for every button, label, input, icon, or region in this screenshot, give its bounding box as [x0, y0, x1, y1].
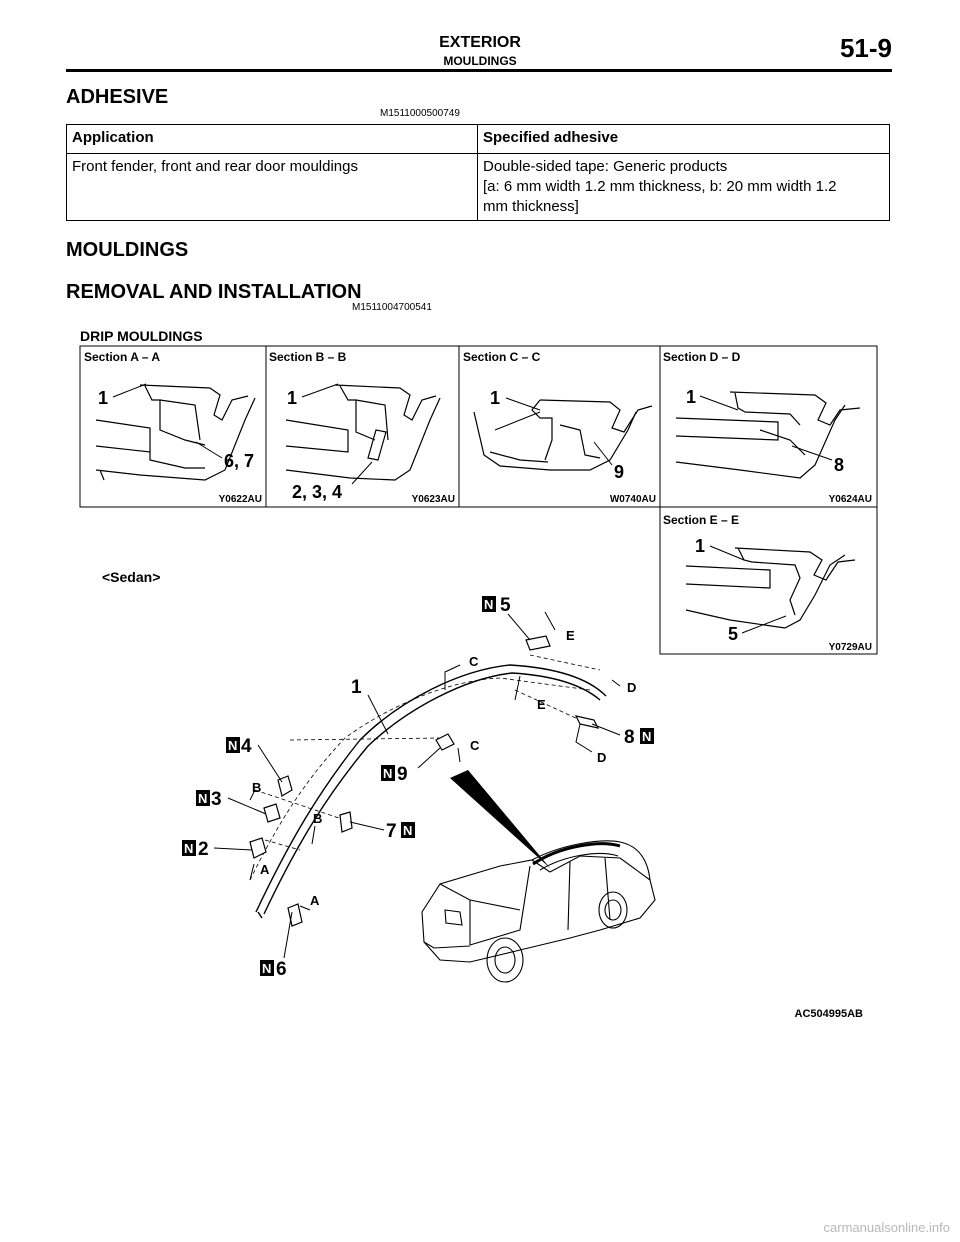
section-d-drawing — [675, 391, 861, 479]
table-header-row: Application Specified adhesive — [66, 124, 890, 154]
diagram-title: DRIP MOULDINGS — [80, 328, 203, 344]
section-a-label-2: 6, 7 — [224, 451, 254, 471]
figure-code: AC504995AB — [795, 1008, 864, 1020]
removal-installation-heading: REMOVAL AND INSTALLATION — [66, 281, 362, 303]
sedan-variant-label: <Sedan> — [102, 569, 160, 585]
section-b-label-2: 2, 3, 4 — [292, 482, 342, 502]
section-grid — [79, 345, 878, 655]
section-b-title: Section B – B — [269, 350, 347, 364]
callout-4: 4 — [241, 736, 252, 757]
page-number: 51-9 — [839, 33, 892, 63]
section-e-label-2: 5 — [728, 624, 738, 644]
section-d-title: Section D – D — [663, 350, 741, 364]
adhesive-code: M1511000500749 — [380, 108, 460, 119]
new-part-mark-8: N — [642, 729, 651, 744]
section-c-drawing — [473, 399, 653, 471]
section-mark-d-bottom: D — [597, 750, 606, 765]
cell-adhesive: Double-sided tape: Generic products [a: … — [477, 153, 890, 221]
car-drip-moulding-highlight — [532, 842, 621, 866]
adhesive-line-3: mm thickness] — [483, 198, 579, 215]
section-mark-a-right: A — [310, 893, 320, 908]
new-part-marks: N N N N N N N N — [182, 596, 654, 976]
cell-application: Front fender, front and rear door mouldi… — [66, 153, 478, 221]
callout-6: 6 — [276, 959, 287, 980]
section-e-code: Y0729AU — [829, 642, 872, 653]
new-part-mark-4: N — [228, 738, 237, 753]
section-c-label-1: 1 — [490, 388, 500, 408]
new-part-mark-6: N — [262, 961, 271, 976]
callout-9: 9 — [397, 764, 408, 785]
adhesive-heading: ADHESIVE — [66, 86, 169, 108]
new-part-mark-9: N — [383, 766, 392, 781]
section-mark-lines — [249, 611, 621, 911]
section-c-title: Section C – C — [463, 350, 541, 364]
section-b-label-1: 1 — [287, 388, 297, 408]
callout-5: 5 — [500, 595, 511, 616]
section-d-label-2: 8 — [834, 455, 844, 475]
clip-parts — [249, 635, 600, 927]
section-e-label-1: 1 — [695, 536, 705, 556]
section-mark-c-bottom: C — [470, 738, 480, 753]
section-mark-d-top: D — [627, 680, 636, 695]
watermark: carmanualsonline.info — [823, 1220, 950, 1235]
new-part-mark-2: N — [184, 841, 193, 856]
section-a-title: Section A – A — [84, 350, 160, 364]
mouldings-code: M1511004700541 — [352, 302, 432, 313]
callout-8: 8 — [624, 727, 635, 748]
adhesive-table: Application Specified adhesive Front fen… — [66, 124, 890, 221]
section-mark-e-top: E — [566, 628, 575, 643]
section-c-code: W0740AU — [610, 494, 656, 505]
column-header-application: Application — [66, 124, 478, 154]
section-mark-a-left: A — [260, 862, 270, 877]
section-mark-b-left: B — [252, 780, 261, 795]
section-mark-e-bottom: E — [537, 697, 546, 712]
header-subsection-title: MOULDINGS — [443, 54, 517, 68]
new-part-mark-5: N — [484, 597, 493, 612]
section-c-label-2: 9 — [614, 462, 624, 482]
header-section-title: EXTERIOR — [439, 34, 521, 51]
section-mark-b-right: B — [313, 811, 322, 826]
section-a-drawing — [95, 384, 256, 481]
section-d-label-1: 1 — [686, 387, 696, 407]
adhesive-line-2: [a: 6 mm width 1.2 mm thickness, b: 20 m… — [483, 178, 837, 195]
new-part-mark-3: N — [198, 791, 207, 806]
drip-moulding-part — [255, 664, 607, 919]
section-b-drawing — [285, 384, 441, 481]
section-mark-c-top: C — [469, 654, 479, 669]
section-b-code: Y0623AU — [412, 494, 455, 505]
section-a-code: Y0622AU — [219, 494, 262, 505]
column-header-adhesive: Specified adhesive — [477, 124, 890, 154]
callout-3: 3 — [211, 789, 222, 810]
callout-2: 2 — [198, 839, 209, 860]
adhesive-line-1: Double-sided tape: Generic products — [483, 158, 728, 175]
callout-7: 7 — [386, 821, 397, 842]
header-rule — [66, 69, 892, 72]
pointer-wedge — [450, 770, 550, 868]
table-row: Front fender, front and rear door mouldi… — [66, 153, 890, 221]
section-a-label-1: 1 — [98, 388, 108, 408]
mouldings-heading: MOULDINGS — [66, 239, 189, 261]
new-part-mark-7: N — [403, 823, 412, 838]
callout-1: 1 — [351, 677, 362, 698]
section-e-drawing — [685, 547, 856, 629]
sedan-car-illustration — [421, 840, 656, 983]
moulding-dashed-guides — [249, 654, 601, 881]
section-e-title: Section E – E — [663, 513, 739, 527]
section-d-code: Y0624AU — [829, 494, 872, 505]
